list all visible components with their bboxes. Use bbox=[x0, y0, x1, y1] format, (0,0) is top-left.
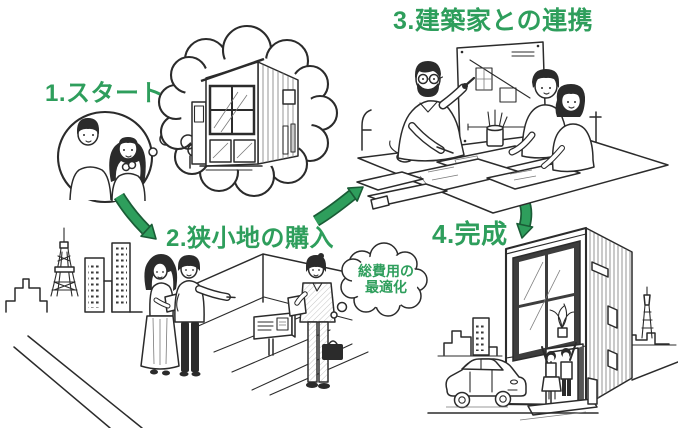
arrow-step1-to-step2-icon bbox=[113, 192, 157, 240]
cost-optimization-callout: 総費用の 最適化 bbox=[341, 263, 431, 295]
client-couple-figures bbox=[508, 69, 595, 173]
arrow-step2-to-step3-icon bbox=[312, 186, 364, 227]
briefcase-icon bbox=[322, 340, 343, 360]
large-front-window bbox=[512, 240, 581, 362]
step3-label: 3.建築家との連携 bbox=[393, 7, 594, 35]
tokyo-tower-icon bbox=[50, 227, 79, 297]
pencil-cup bbox=[486, 109, 508, 147]
architect-meeting-scene bbox=[356, 41, 669, 214]
real-estate-agent-figure bbox=[287, 253, 343, 389]
family-waving-figures bbox=[541, 342, 577, 400]
for-sale-sign bbox=[253, 312, 296, 356]
car bbox=[445, 358, 527, 409]
couple-dreaming-illustration bbox=[56, 110, 154, 204]
callout-line-1: 総費用の bbox=[358, 263, 414, 279]
floor-plan-board bbox=[456, 41, 547, 147]
architect-figure bbox=[397, 61, 476, 162]
dream-house-thought-bubble bbox=[148, 24, 339, 198]
dream-house-drawing bbox=[180, 57, 299, 171]
callout-line-2: 最適化 bbox=[365, 279, 407, 296]
step4-label: 4.完成 bbox=[432, 219, 508, 249]
buyer-couple-figures bbox=[140, 254, 236, 377]
cost-callout-cloud bbox=[330, 242, 428, 319]
house-plant-icon bbox=[549, 303, 575, 338]
tokyo-tower-skyline bbox=[5, 227, 143, 313]
step2-label: 2.狭小地の購入 bbox=[166, 225, 335, 252]
skytree-icon bbox=[641, 286, 654, 339]
step1-label: 1.スタート bbox=[45, 80, 165, 107]
completed-house-scene bbox=[427, 226, 678, 421]
land-purchase-scene bbox=[13, 253, 369, 428]
city-skyline-small-left bbox=[437, 317, 503, 357]
